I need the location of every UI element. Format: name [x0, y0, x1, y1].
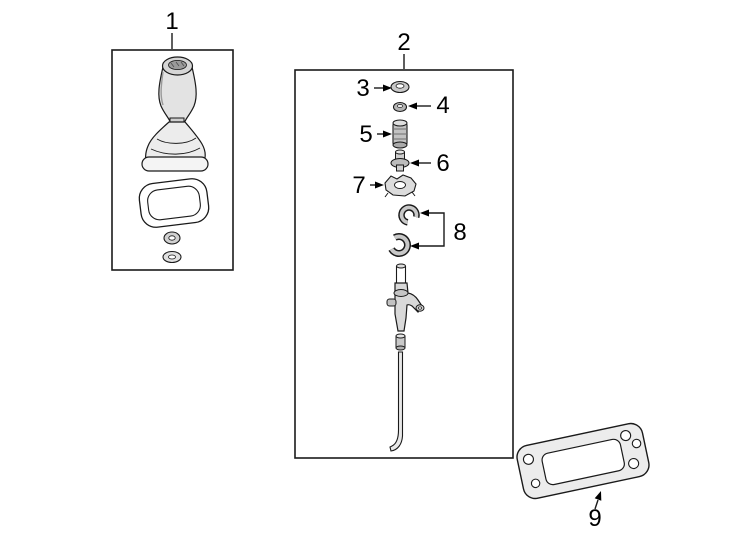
callout-6-label[interactable]: 6: [436, 150, 449, 177]
callout-9-label[interactable]: 9: [588, 505, 601, 532]
callout-7-label[interactable]: 7: [352, 172, 365, 199]
callout-9-leader: [594, 499, 599, 510]
callout-6-arrowhead: [410, 159, 419, 167]
callout-5-arrowhead: [383, 130, 392, 138]
callout-1-label[interactable]: 1: [165, 8, 178, 35]
lock-nut: [163, 231, 181, 245]
lever-spacer: [395, 333, 406, 351]
part-clip-8b: [387, 233, 411, 258]
callout-8-bracket: [418, 212, 445, 247]
callout-8-label[interactable]: 8: [453, 219, 466, 246]
callout-8: 8: [410, 209, 467, 250]
part-nut-4: [392, 101, 408, 113]
callout-5: 5: [359, 121, 392, 148]
shift-knob: [158, 56, 197, 125]
callout-3-label[interactable]: 3: [356, 75, 369, 102]
assembly-box-2: [294, 69, 514, 459]
part-washer-3: [390, 80, 410, 94]
callout-2-label[interactable]: 2: [397, 29, 410, 56]
callout-7-arrowhead: [375, 181, 384, 189]
boot-retainer: [138, 178, 210, 228]
callout-9-arrowhead: [594, 491, 602, 501]
shift-boot: [141, 117, 209, 172]
part-bushing-5: [392, 119, 408, 149]
part-clip-8a: [398, 204, 420, 226]
callout-1: 1: [165, 8, 179, 49]
callout-6: 6: [410, 150, 450, 177]
shifter-base-gasket: [516, 422, 650, 500]
callout-4-label[interactable]: 4: [436, 92, 449, 119]
callout-5-label[interactable]: 5: [359, 121, 372, 148]
box-1-outline: [111, 49, 234, 271]
callout-3-arrowhead: [383, 84, 392, 92]
assembly-box-1: [111, 49, 234, 271]
callout-4: 4: [408, 92, 450, 119]
callout-8-arrowhead-bottom: [410, 242, 419, 250]
callout-7: 7: [352, 172, 384, 199]
shift-lever: [386, 263, 425, 332]
callout-2: 2: [397, 29, 411, 69]
callout-3: 3: [356, 75, 392, 102]
part-grommet-6: [390, 149, 410, 172]
box-2-outline: [294, 69, 514, 459]
callout-9: 9: [588, 491, 602, 532]
callout-8-arrowhead-top: [420, 209, 429, 217]
washer-small: [162, 250, 182, 264]
lever-rod: [389, 351, 404, 452]
callout-4-arrowhead: [408, 102, 417, 110]
part-bracket-7: [384, 174, 417, 198]
